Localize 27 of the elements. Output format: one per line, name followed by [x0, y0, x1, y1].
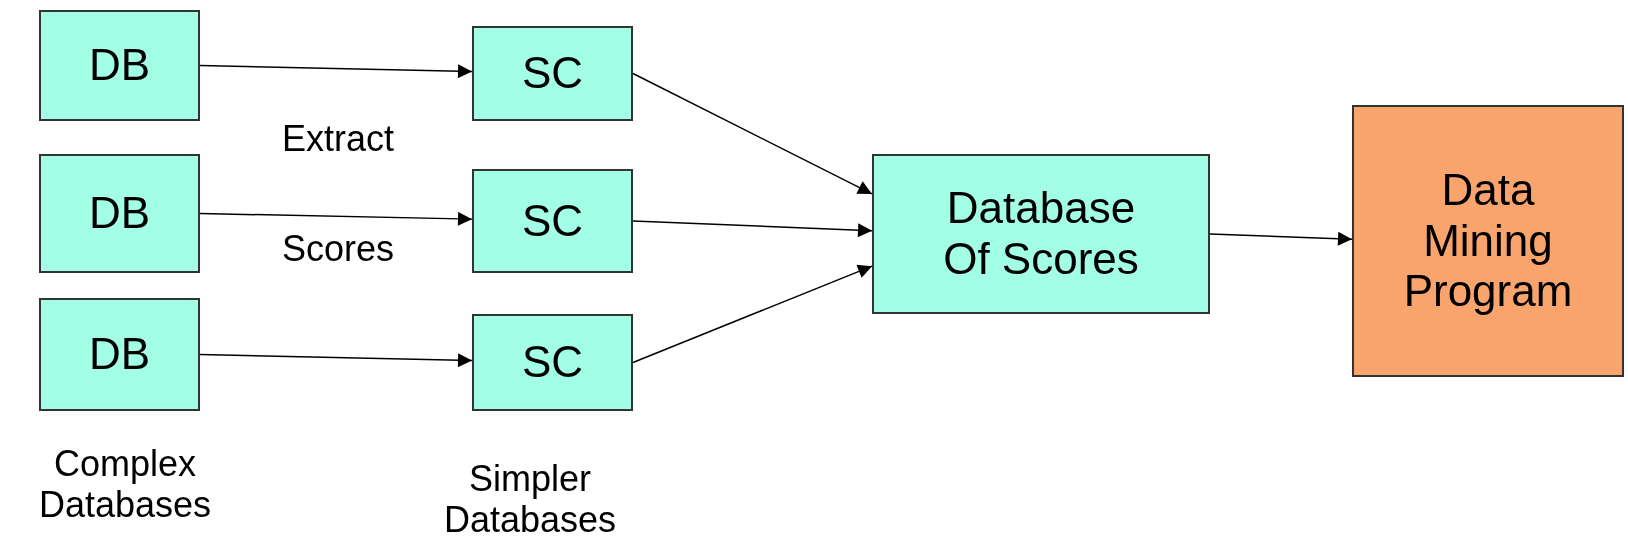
node-label: SC: [521, 337, 584, 388]
caption-text: Simpler Databases: [442, 458, 618, 541]
arrow: [1209, 231, 1353, 246]
arrow: [199, 211, 473, 226]
process-box: [39, 10, 200, 121]
node-label: DB: [88, 40, 151, 91]
arrow: [199, 64, 473, 79]
node-label: Database Of Scores: [942, 183, 1140, 285]
node-label: SC: [521, 48, 584, 99]
caption-text: Extract: [281, 118, 395, 160]
caption-text: Complex Databases: [37, 443, 213, 526]
arrow: [632, 264, 873, 364]
process-box: [472, 169, 633, 273]
arrow: [632, 72, 873, 195]
process-box: [872, 154, 1210, 314]
node-label: DB: [88, 329, 151, 380]
process-box: [39, 298, 200, 411]
node-label: SC: [521, 195, 584, 247]
node-label: Data Mining Program: [1402, 165, 1574, 317]
process-box: [472, 26, 633, 121]
arrow: [199, 353, 473, 368]
caption-text: Scores: [280, 228, 395, 270]
process-box: [472, 314, 633, 411]
process-box: [39, 154, 200, 273]
arrow: [632, 220, 873, 238]
process-box: [1352, 105, 1624, 377]
node-label: DB: [88, 188, 151, 239]
